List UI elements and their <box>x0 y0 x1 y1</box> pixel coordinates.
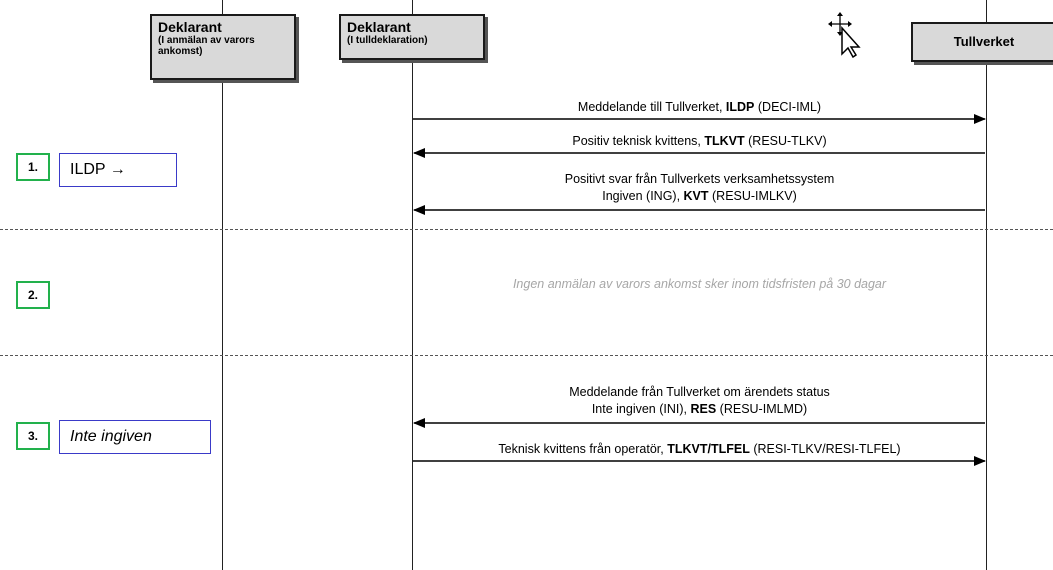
actor-title: Deklarant <box>158 19 222 35</box>
actor-title: Tullverket <box>953 33 1015 49</box>
actor-subtitle: (I anmälan av varors ankomst) <box>158 35 255 58</box>
state-box-1: ILDP → <box>59 153 177 187</box>
step-number: 1. <box>27 160 38 174</box>
section-separator-1 <box>0 229 1053 230</box>
timeout-note: Ingen anmälan av varors ankomst sker ino… <box>512 277 887 291</box>
step-badge-3: 3. <box>16 422 50 450</box>
actor-title: Deklarant <box>347 19 411 35</box>
state-box-3: Inte ingiven <box>59 420 211 454</box>
message-tlkvt-label: Positiv teknisk kvittens, TLKVT (RESU-TL… <box>572 134 827 148</box>
actor-deklarant-tulldeklaration: Deklarant (I tulldeklaration) <box>339 14 485 60</box>
state-label: Inte ingiven <box>70 428 152 445</box>
message-ildp-label: Meddelande till Tullverket, ILDP (DECI-I… <box>577 100 822 114</box>
lifeline-deklarant-ankomst <box>222 0 223 570</box>
move-cursor-icon <box>828 12 861 58</box>
message-res-label: Meddelande från Tullverket om ärendets s… <box>569 385 830 416</box>
lifeline-deklarant-tulldeklaration <box>412 0 413 570</box>
actor-tullverket: Tullverket <box>911 22 1053 62</box>
message-tlkvt-tlfel-label: Teknisk kvittens från operatör, TLKVT/TL… <box>498 442 901 456</box>
actor-deklarant-ankomst: Deklarant (I anmälan av varors ankomst) <box>150 14 296 80</box>
section-separator-2 <box>0 355 1053 356</box>
step-badge-2: 2. <box>16 281 50 309</box>
step-badge-1: 1. <box>16 153 50 181</box>
step-number: 3. <box>27 429 38 443</box>
state-label: ILDP → <box>70 161 126 178</box>
message-kvt-label: Positivt svar från Tullverkets verksamhe… <box>564 172 835 203</box>
step-number: 2. <box>27 288 38 302</box>
lifeline-tullverket <box>986 0 987 570</box>
actor-subtitle: (I tulldeklaration) <box>347 35 428 47</box>
